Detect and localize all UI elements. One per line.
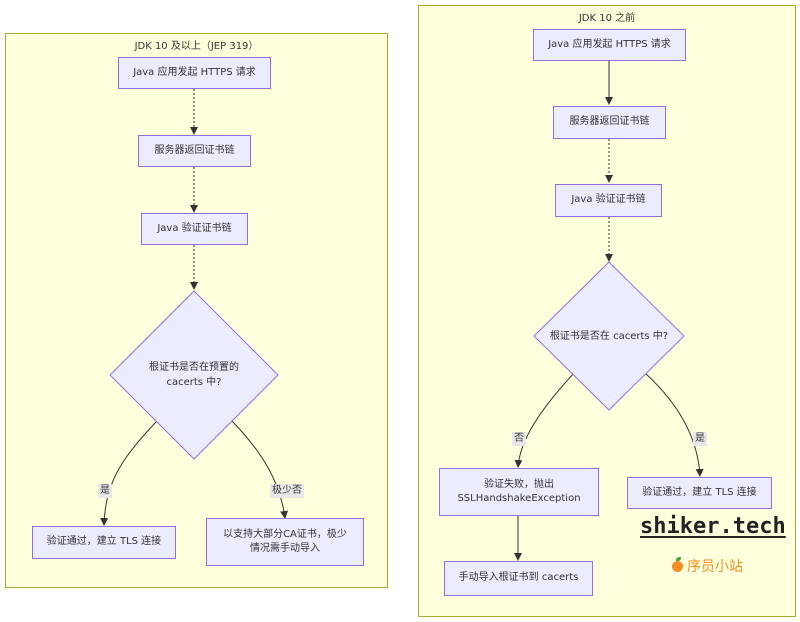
right-decision-diamond <box>533 261 685 411</box>
edge-left-decision-to-pass <box>100 420 158 526</box>
right-node-fail: 验证失败，抛出 SSLHandshakeException <box>439 468 599 516</box>
watermark-subtitle-group: 序员小站 <box>672 556 743 576</box>
right-node-pass: 验证通过，建立 TLS 连接 <box>627 477 772 509</box>
left-node-pass: 验证通过，建立 TLS 连接 <box>32 526 176 559</box>
left-node-decision: 根证书是否在预置的 cacerts 中? <box>149 362 239 388</box>
right-node-verify: Java 验证证书链 <box>555 184 662 217</box>
left-node-request: Java 应用发起 HTTPS 请求 <box>118 57 271 89</box>
left-node-ca-support: 以支持大部分CA证书，极少 情况需手动导入 <box>206 518 364 566</box>
right-node-return-chain: 服务器返回证书链 <box>553 106 666 139</box>
watermark-site: shiker.tech <box>640 514 786 539</box>
left-node-verify: Java 验证证书链 <box>141 213 248 245</box>
edge-left-decision-to-ca <box>231 420 289 519</box>
left-node-return-chain: 服务器返回证书链 <box>138 135 251 167</box>
right-node-decision: 根证书是否在 cacerts 中? <box>549 330 669 342</box>
left-edge-label-yes: 是 <box>98 484 112 498</box>
left-cluster-title: JDK 10 及以上（JEP 319） <box>134 41 259 52</box>
right-node-manual-import: 手动导入根证书到 cacerts <box>444 561 593 596</box>
edge-right-decision-to-fail <box>514 372 575 468</box>
watermark-subtitle: 序员小站 <box>687 559 743 575</box>
orange-icon <box>672 556 683 572</box>
left-decision-diamond <box>109 290 279 460</box>
right-node-request: Java 应用发起 HTTPS 请求 <box>533 29 686 61</box>
right-edge-label-no: 否 <box>512 432 526 446</box>
left-edge-label-rarely-no: 极少否 <box>270 484 304 498</box>
right-edge-label-yes: 是 <box>693 432 707 446</box>
right-cluster-title: JDK 10 之前 <box>578 13 636 24</box>
edge-right-decision-to-pass <box>644 372 704 477</box>
